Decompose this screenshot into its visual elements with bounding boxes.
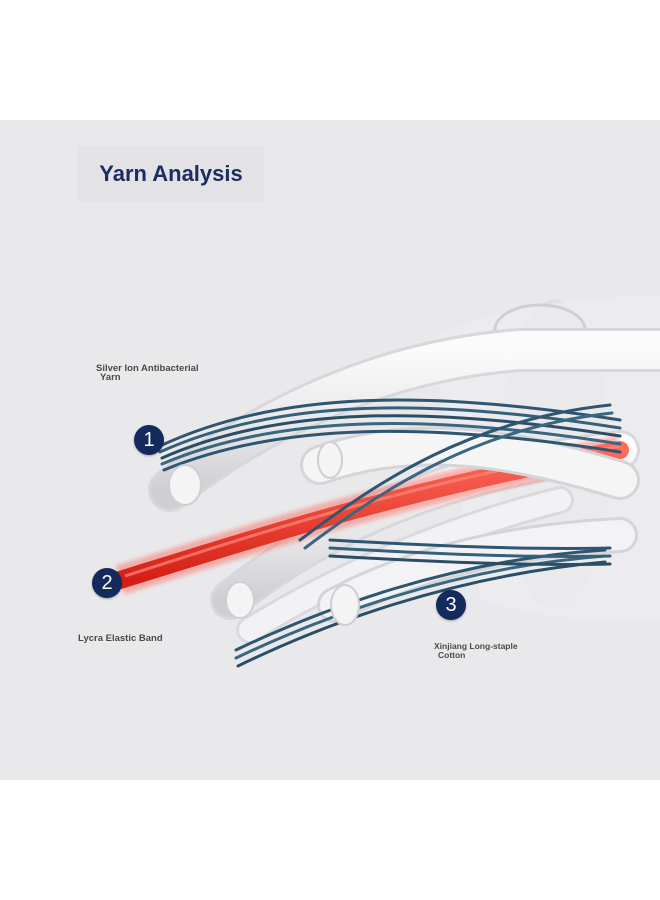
silver-ion-label-line2: Yarn — [100, 372, 121, 383]
silver-ion-label-line1: Silver Ion Antibacterial — [96, 363, 199, 374]
lycra-label-text: Lycra Elastic Band — [78, 633, 163, 644]
strand-ends — [168, 441, 360, 626]
silver-ion-fibers — [158, 398, 622, 668]
silver-ion-label: Silver Ion Antibacterial Yarn — [96, 363, 199, 383]
cotton-label-line2: Cotton — [438, 650, 466, 660]
badge-2: 2 — [92, 568, 122, 598]
lycra-label: Lycra Elastic Band — [78, 633, 163, 644]
badge-1: 1 — [134, 425, 164, 455]
page-title: Yarn Analysis — [99, 161, 243, 186]
cotton-label-line1: Xinjiang Long-staple — [434, 641, 518, 651]
cotton-label: Xinjiang Long-staple Cotton — [434, 642, 518, 660]
badge-3: 3 — [436, 590, 466, 620]
title-box: Yarn Analysis — [78, 146, 264, 202]
